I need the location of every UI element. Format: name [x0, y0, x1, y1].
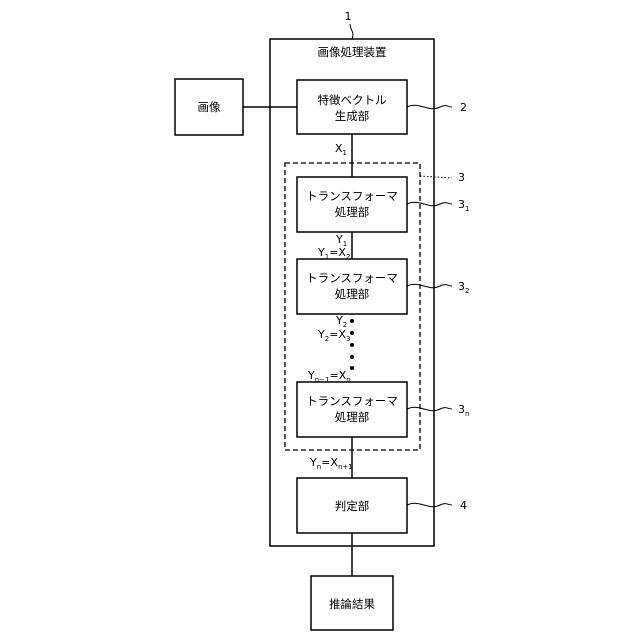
input-image-label: 画像: [198, 100, 221, 114]
transformer-1-ref: 31: [458, 198, 469, 213]
transformer-n-line2: 処理部: [335, 410, 370, 424]
transformer-n-ref: 3n: [458, 403, 469, 418]
feature-vector-generator-block: [297, 80, 407, 134]
transformer-1-line1: トランスフォーマ: [306, 189, 398, 203]
judgment-ref: 4: [460, 499, 467, 512]
transformer-2-line1: トランスフォーマ: [306, 271, 398, 285]
feature-block-line1: 特徴ベクトル: [318, 93, 387, 107]
transformer-2-ref: 32: [458, 280, 469, 295]
y2-equals-x3-label: Y2=X3: [317, 328, 350, 343]
transformer-2-line2: 処理部: [335, 287, 370, 301]
device-ref-leader: [350, 24, 353, 39]
device-title: 画像処理装置: [318, 45, 387, 59]
transformer-n-line1: トランスフォーマ: [306, 394, 398, 408]
transformer-1-line2: 処理部: [335, 205, 370, 219]
inference-result-label: 推論結果: [329, 597, 375, 611]
judgment-label: 判定部: [335, 499, 370, 513]
feature-block-ref: 2: [460, 101, 467, 114]
transformer-group-ref: 3: [458, 171, 465, 184]
device-ref-numeral: 1: [345, 10, 352, 23]
feature-block-line2: 生成部: [335, 109, 370, 123]
